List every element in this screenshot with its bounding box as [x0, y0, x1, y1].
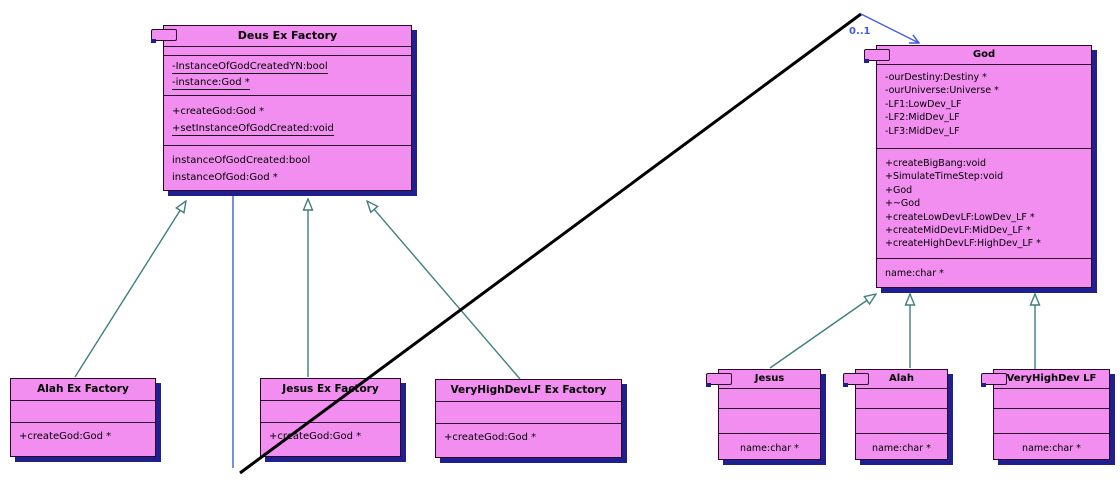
attribute-item: -instance:God * — [172, 77, 250, 90]
generalization-arrow-jesus[interactable] — [769, 294, 876, 369]
attributes-compartment-empty — [719, 388, 820, 408]
generalization-arrow-alah-ex-factory[interactable] — [74, 201, 186, 378]
operation-item: +createGod:God * — [269, 431, 362, 442]
generalization-arrow-veryhighdevlf-ex-factory[interactable] — [367, 201, 521, 380]
attribute-item: -ourUniverse:Universe * — [885, 85, 999, 97]
properties-compartment: name:char * — [877, 258, 1091, 289]
properties-compartment: name:char * — [719, 433, 820, 461]
operation-item: +createGod:God * — [444, 432, 537, 443]
class-icon — [864, 49, 890, 63]
class-box-deus-ex-factory[interactable]: Deus Ex Factory -InstanceOfGodCreatedYN:… — [151, 25, 412, 193]
class-title: VeryHighDev LF — [1006, 373, 1097, 384]
operation-item: +createLowDevLF:LowDev_LF * — [885, 211, 1035, 223]
multiplicity-label: 0..1 — [849, 26, 871, 37]
attributes-compartment: -InstanceOfGodCreatedYN:bool -instance:G… — [164, 55, 411, 95]
class-box-jesus-ex-factory[interactable]: Jesus Ex Factory +createGod:God * — [260, 378, 401, 457]
property-item: instanceOfGodCreated:bool — [172, 155, 311, 166]
properties-compartment: name:char * — [994, 433, 1109, 461]
operations-compartment: +createGod:God * — [261, 422, 400, 458]
operation-item: +SimulateTimeStep:void — [885, 171, 1004, 183]
class-icon — [151, 29, 177, 43]
compartment-divider — [164, 46, 411, 55]
attributes-compartment-empty — [11, 400, 155, 422]
class-icon — [706, 373, 732, 387]
operation-item: +createGod:God * — [172, 106, 265, 117]
attributes-compartment-empty — [261, 400, 400, 422]
property-item: name:char * — [1022, 443, 1081, 454]
attributes-compartment: -ourDestiny:Destiny * -ourUniverse:Unive… — [877, 64, 1091, 148]
operation-item: +createBigBang:void — [885, 158, 986, 169]
operations-compartment: +createGod:God * — [436, 423, 621, 459]
class-title: Alah — [888, 373, 915, 384]
attribute-item: -ourDestiny:Destiny * — [885, 72, 987, 83]
class-icon — [843, 373, 869, 387]
properties-compartment: instanceOfGodCreated:bool instanceOfGod:… — [164, 145, 411, 193]
class-title: Jesus — [754, 373, 785, 384]
class-box-veryhighdevlf-ex-factory[interactable]: VeryHighDevLF Ex Factory +createGod:God … — [435, 379, 622, 458]
operations-compartment-empty — [994, 408, 1109, 433]
attributes-compartment-empty — [856, 388, 947, 408]
operations-compartment-empty — [856, 408, 947, 433]
operation-item: +createMidDevLF:MidDev_LF * — [885, 225, 1031, 237]
class-title: Deus Ex Factory — [237, 29, 338, 42]
operations-compartment: +createGod:God * +setInstanceOfGodCreate… — [164, 95, 411, 145]
class-box-veryhighdev-lf[interactable]: VeryHighDev LF name:char * — [981, 369, 1110, 461]
attribute-item: -LF2:MidDev_LF — [885, 112, 960, 124]
operation-item: +~God — [885, 198, 921, 210]
property-item: name:char * — [740, 443, 799, 454]
properties-compartment: name:char * — [856, 433, 947, 461]
class-icon — [981, 373, 1007, 387]
class-box-jesus[interactable]: Jesus name:char * — [706, 369, 821, 461]
class-title: VeryHighDevLF Ex Factory — [450, 384, 607, 396]
operation-item: +createGod:God * — [19, 431, 112, 442]
attribute-item: -LF1:LowDev_LF — [885, 98, 962, 110]
property-item: instanceOfGod:God * — [172, 172, 278, 183]
class-title: Jesus Ex Factory — [282, 383, 379, 395]
attribute-item: -InstanceOfGodCreatedYN:bool — [172, 61, 328, 74]
operations-compartment: +createGod:God * — [11, 422, 155, 458]
class-box-god[interactable]: God -ourDestiny:Destiny * -ourUniverse:U… — [864, 45, 1092, 289]
class-box-alah[interactable]: Alah name:char * — [843, 369, 948, 461]
attribute-item: -LF3:MidDev_LF — [885, 125, 960, 137]
class-title: Alah Ex Factory — [37, 383, 129, 395]
operations-compartment-empty — [719, 408, 820, 433]
operations-compartment: +createBigBang:void +SimulateTimeStep:vo… — [877, 148, 1091, 258]
property-item: name:char * — [885, 268, 944, 279]
operation-item: +setInstanceOfGodCreated:void — [172, 123, 334, 136]
class-box-alah-ex-factory[interactable]: Alah Ex Factory +createGod:God * — [10, 378, 156, 457]
attributes-compartment-empty — [994, 388, 1109, 408]
class-title: God — [972, 49, 996, 60]
attributes-compartment-empty — [436, 401, 621, 423]
operation-item: +createHighDevLF:HighDev_LF * — [885, 238, 1041, 250]
property-item: name:char * — [872, 443, 931, 454]
operation-item: +God — [885, 184, 913, 196]
